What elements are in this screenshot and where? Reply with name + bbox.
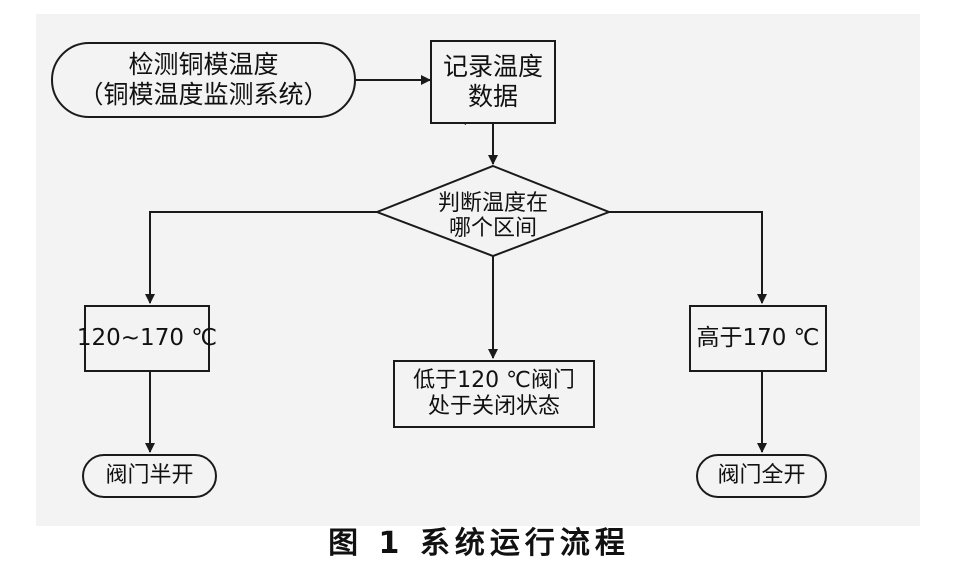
detect-temperature-line1: 检测铜模温度 (128, 50, 279, 79)
above-170-label: 高于170 ℃ (696, 324, 820, 351)
above-170-node: 高于170 ℃ (689, 305, 827, 372)
record-temperature-line1: 记录温度 (442, 52, 543, 81)
record-temperature-line2: 数据 (467, 82, 518, 111)
decision-line1: 判断温度在 (437, 190, 548, 216)
range-120-170-label: 120~170 ℃ (76, 324, 218, 351)
arrow-decision-to-range-120-170 (145, 211, 377, 304)
decision-node-text: 判断温度在 哪个区间 (378, 182, 608, 250)
valve-full-open-label: 阀门全开 (717, 462, 806, 488)
detect-temperature-line2: （铜模温度监测系统） (78, 80, 329, 109)
arrow-decision-to-above-170 (609, 211, 767, 304)
below-120-node: 低于120 ℃阀门 处于关闭状态 (393, 360, 595, 428)
valve-full-open-node: 阀门全开 (696, 454, 827, 498)
valve-half-open-node: 阀门半开 (82, 454, 217, 498)
figure-caption: 图 1 系统运行流程 (328, 526, 630, 561)
below-120-line1: 低于120 ℃阀门 (413, 367, 575, 393)
valve-half-open-label: 阀门半开 (105, 462, 194, 488)
detect-temperature-node: 检测铜模温度 （铜模温度监测系统） (51, 42, 356, 118)
range-120-170-node: 120~170 ℃ (77, 305, 217, 372)
record-temperature-node: 记录温度 数据 (430, 40, 556, 124)
below-120-line2: 处于关闭状态 (427, 394, 560, 419)
decision-line2: 哪个区间 (448, 216, 537, 241)
